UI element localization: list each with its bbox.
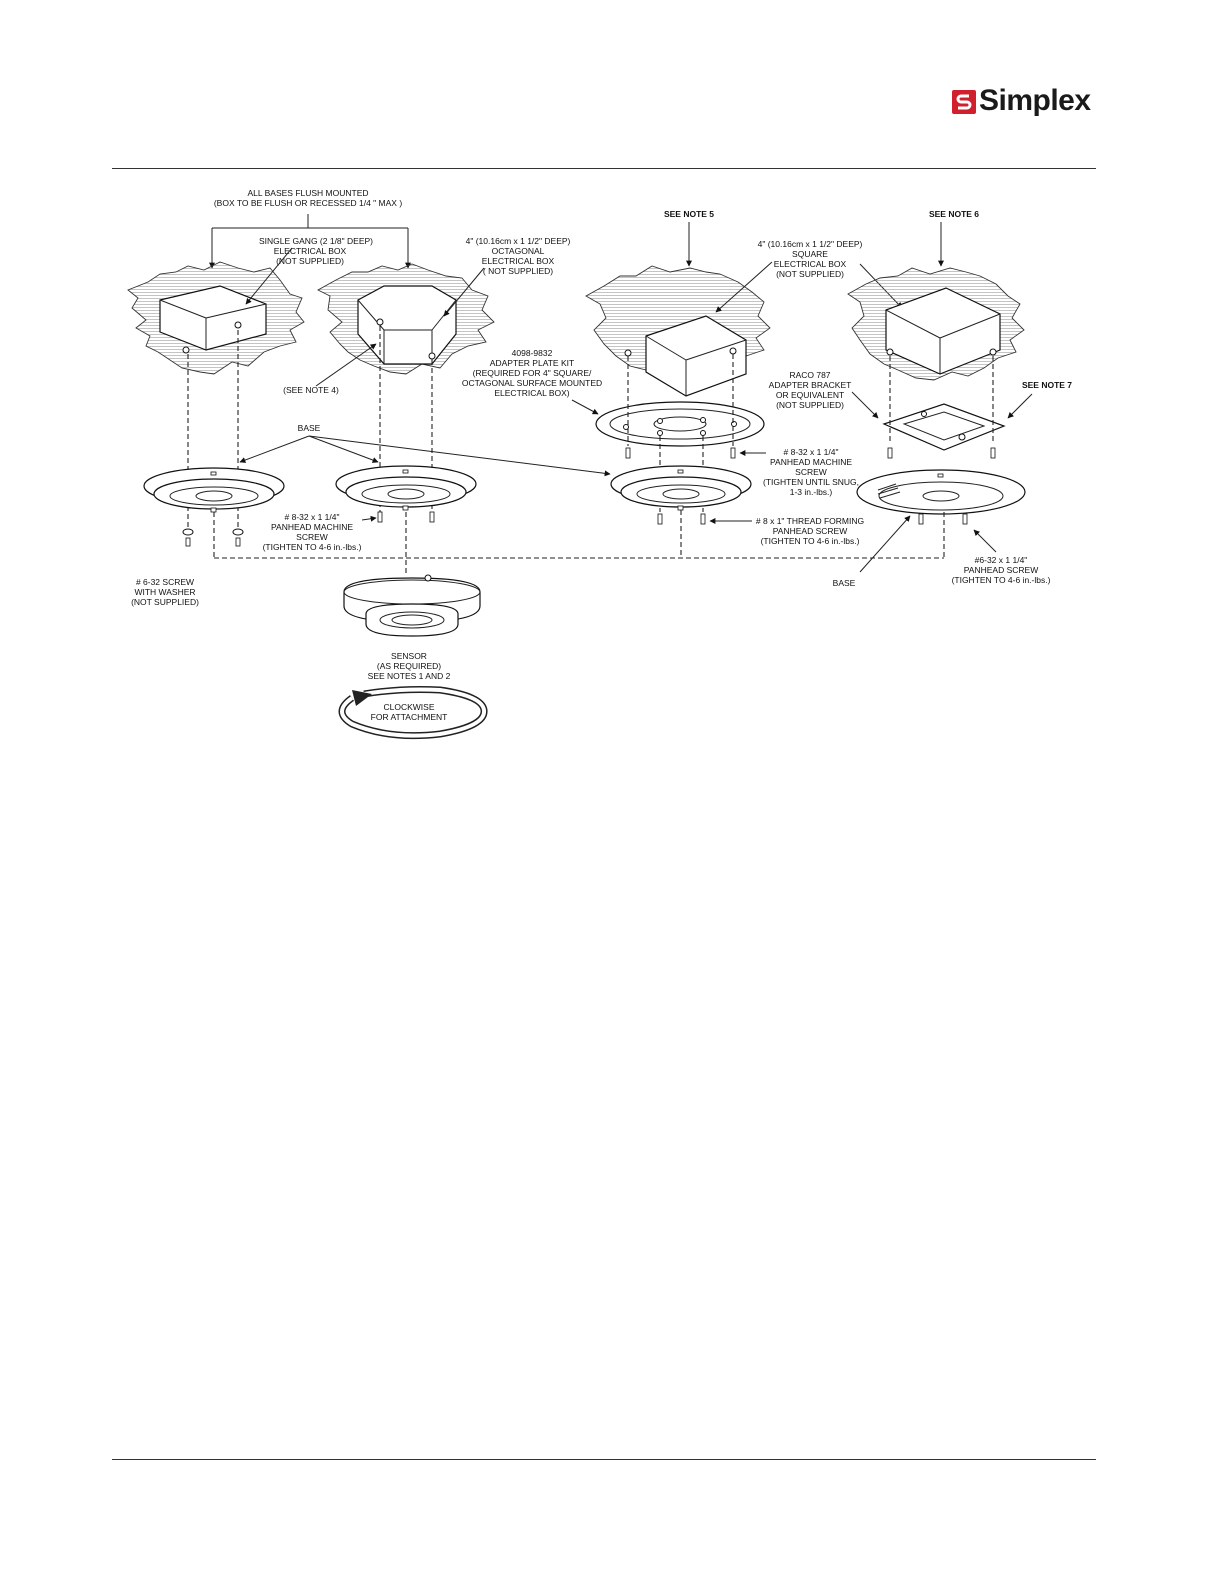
label-sensor-3: SEE NOTES 1 AND 2 bbox=[368, 671, 451, 681]
label-see-note-6: SEE NOTE 6 bbox=[929, 209, 979, 219]
base-4 bbox=[856, 469, 1026, 515]
label-oct-1: 4" (10.16cm x 1 1/2" DEEP) bbox=[466, 236, 571, 246]
label-washer-1: # 6-32 SCREW bbox=[136, 577, 194, 587]
label-s632-3: (TIGHTEN TO 4-6 in.-lbs.) bbox=[952, 575, 1051, 585]
header-rule bbox=[112, 168, 1096, 169]
clockwise-arrow-icon bbox=[338, 686, 488, 740]
label-single-gang-3: (NOT SUPPLIED) bbox=[276, 256, 344, 266]
base-1 bbox=[143, 467, 285, 513]
adapter-plate bbox=[595, 401, 765, 447]
label-s632-2: PANHEAD SCREW bbox=[964, 565, 1038, 575]
label-see-note-5: SEE NOTE 5 bbox=[664, 209, 714, 219]
label-raco-1: RACO 787 bbox=[789, 370, 830, 380]
label-sq-4: (NOT SUPPLIED) bbox=[776, 269, 844, 279]
label-washer-3: (NOT SUPPLIED) bbox=[131, 597, 199, 607]
label-pan832-2: PANHEAD MACHINE bbox=[770, 457, 852, 467]
label-sq-1: 4" (10.16cm x 1 1/2" DEEP) bbox=[758, 239, 863, 249]
single-gang-box bbox=[159, 285, 267, 354]
label-washer-2: WITH WASHER bbox=[134, 587, 195, 597]
label-raco-2: ADAPTER BRACKET bbox=[769, 380, 852, 390]
label-oct-4: ( NOT SUPPLIED) bbox=[483, 266, 553, 276]
base-2 bbox=[335, 465, 477, 511]
label-s632-1: #6-32 x 1 1/4" bbox=[975, 555, 1028, 565]
footer-rule bbox=[112, 1459, 1096, 1460]
simplex-logo-mark-icon bbox=[952, 90, 976, 114]
label-clockwise-1: CLOCKWISE bbox=[383, 702, 434, 712]
screws-washer-1 bbox=[182, 528, 244, 547]
label-raco-4: (NOT SUPPLIED) bbox=[776, 400, 844, 410]
label-sq-3: ELECTRICAL BOX bbox=[774, 259, 847, 269]
screws-base-4 bbox=[918, 513, 968, 525]
label-mid-screw-3: SCREW bbox=[296, 532, 328, 542]
simplex-logo: Simplex bbox=[952, 84, 1102, 120]
base-3 bbox=[610, 465, 752, 511]
mounting-diagram: ALL BASES FLUSH MOUNTED (BOX TO BE FLUSH… bbox=[127, 188, 1072, 740]
label-see-note-4: (SEE NOTE 4) bbox=[283, 385, 339, 395]
screws-base-3 bbox=[657, 513, 706, 525]
label-adapter-3: (REQUIRED FOR 4" SQUARE/ bbox=[473, 368, 592, 378]
label-all-bases-1: ALL BASES FLUSH MOUNTED bbox=[247, 188, 368, 198]
label-pan832-1: # 8-32 x 1 1/4" bbox=[784, 447, 839, 457]
screws-bracket bbox=[887, 447, 996, 459]
screws-base-2 bbox=[377, 511, 435, 523]
label-adapter-5: ELECTRICAL BOX) bbox=[494, 388, 569, 398]
label-sensor-2: (AS REQUIRED) bbox=[377, 661, 441, 671]
label-pan832-4: (TIGHTEN UNTIL SNUG, bbox=[763, 477, 859, 487]
label-adapter-1: 4098-9832 bbox=[512, 348, 553, 358]
label-mid-screw-4: (TIGHTEN TO 4-6 in.-lbs.) bbox=[263, 542, 362, 552]
label-adapter-2: ADAPTER PLATE KIT bbox=[490, 358, 574, 368]
label-all-bases-2: (BOX TO BE FLUSH OR RECESSED 1/4 " MAX ) bbox=[214, 198, 403, 208]
label-raco-3: OR EQUIVALENT bbox=[776, 390, 844, 400]
label-pan832-3: SCREW bbox=[795, 467, 827, 477]
label-base-right: BASE bbox=[833, 578, 856, 588]
sensor bbox=[343, 574, 481, 637]
label-oct-2: OCTAGONAL bbox=[492, 246, 545, 256]
label-mid-screw-2: PANHEAD MACHINE bbox=[271, 522, 353, 532]
simplex-logo-text: Simplex bbox=[979, 84, 1091, 117]
label-thread-3: (TIGHTEN TO 4-6 in.-lbs.) bbox=[761, 536, 860, 546]
label-single-gang-2: ELECTRICAL BOX bbox=[274, 246, 347, 256]
label-adapter-4: OCTAGONAL SURFACE MOUNTED bbox=[462, 378, 602, 388]
label-pan832-5: 1-3 in.-lbs.) bbox=[790, 487, 833, 497]
label-base: BASE bbox=[298, 423, 321, 433]
label-thread-2: PANHEAD SCREW bbox=[773, 526, 847, 536]
label-sensor-1: SENSOR bbox=[391, 651, 427, 661]
label-clockwise-2: FOR ATTACHMENT bbox=[371, 712, 448, 722]
label-thread-1: # 8 x 1" THREAD FORMING bbox=[756, 516, 864, 526]
label-sq-2: SQUARE bbox=[792, 249, 828, 259]
raco-bracket bbox=[882, 403, 1006, 451]
label-mid-screw-1: # 8-32 x 1 1/4" bbox=[285, 512, 340, 522]
screws-adapter bbox=[625, 447, 736, 459]
label-single-gang-1: SINGLE GANG (2 1/8" DEEP) bbox=[259, 236, 373, 246]
octagonal-box bbox=[357, 285, 457, 365]
square-box-2 bbox=[885, 287, 1001, 375]
flush-mount-bracket bbox=[209, 214, 411, 269]
label-see-note-7: SEE NOTE 7 bbox=[1022, 380, 1072, 390]
square-box-1 bbox=[624, 315, 747, 397]
label-oct-3: ELECTRICAL BOX bbox=[482, 256, 555, 266]
